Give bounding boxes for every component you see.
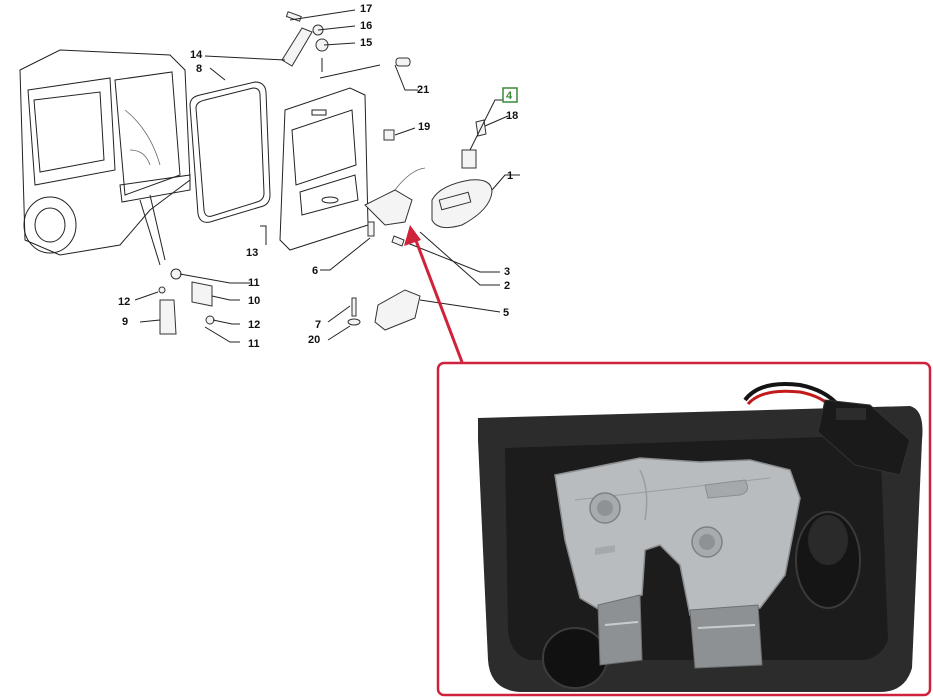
callout-labels: 17 16 15 14 8 21 4 18 19 1 13 6 3 2 11 1… bbox=[118, 3, 518, 350]
callout-18: 18 bbox=[506, 110, 518, 122]
callout-2: 2 bbox=[504, 280, 510, 292]
callout-12-right: 12 bbox=[248, 319, 260, 331]
callout-10: 10 bbox=[248, 295, 260, 307]
lock-photo-panel bbox=[436, 361, 932, 697]
callout-5: 5 bbox=[503, 307, 509, 319]
callout-4: 4 bbox=[506, 90, 513, 102]
lower-bracket-parts bbox=[158, 268, 215, 335]
callout-14: 14 bbox=[190, 49, 203, 61]
gas-strut-parts bbox=[281, 11, 411, 67]
van-rear-drawing bbox=[19, 49, 191, 266]
callout-12-left: 12 bbox=[118, 296, 130, 308]
callout-7: 7 bbox=[315, 319, 321, 331]
callout-6: 6 bbox=[312, 265, 318, 277]
leader-lines bbox=[134, 9, 520, 343]
callout-3: 3 bbox=[504, 266, 510, 278]
tailgate-drawing bbox=[279, 58, 381, 251]
callout-15: 15 bbox=[360, 37, 372, 49]
callout-11-top: 11 bbox=[248, 277, 260, 289]
callout-13: 13 bbox=[246, 247, 258, 259]
callout-8: 8 bbox=[196, 63, 202, 75]
door-seal-part bbox=[189, 81, 271, 223]
callout-4-box bbox=[502, 87, 518, 103]
callout-17: 17 bbox=[360, 3, 372, 15]
arrow-up-icon bbox=[404, 225, 421, 246]
pointer-arrow bbox=[404, 225, 464, 363]
callout-20: 20 bbox=[308, 334, 320, 346]
callout-11-bottom: 11 bbox=[248, 338, 260, 350]
callout-16: 16 bbox=[360, 20, 372, 32]
lock-assembly-drawing bbox=[347, 119, 493, 331]
callout-19: 19 bbox=[418, 121, 430, 133]
callout-9: 9 bbox=[122, 316, 128, 328]
callout-21: 21 bbox=[417, 84, 429, 96]
callout-1: 1 bbox=[507, 170, 513, 182]
